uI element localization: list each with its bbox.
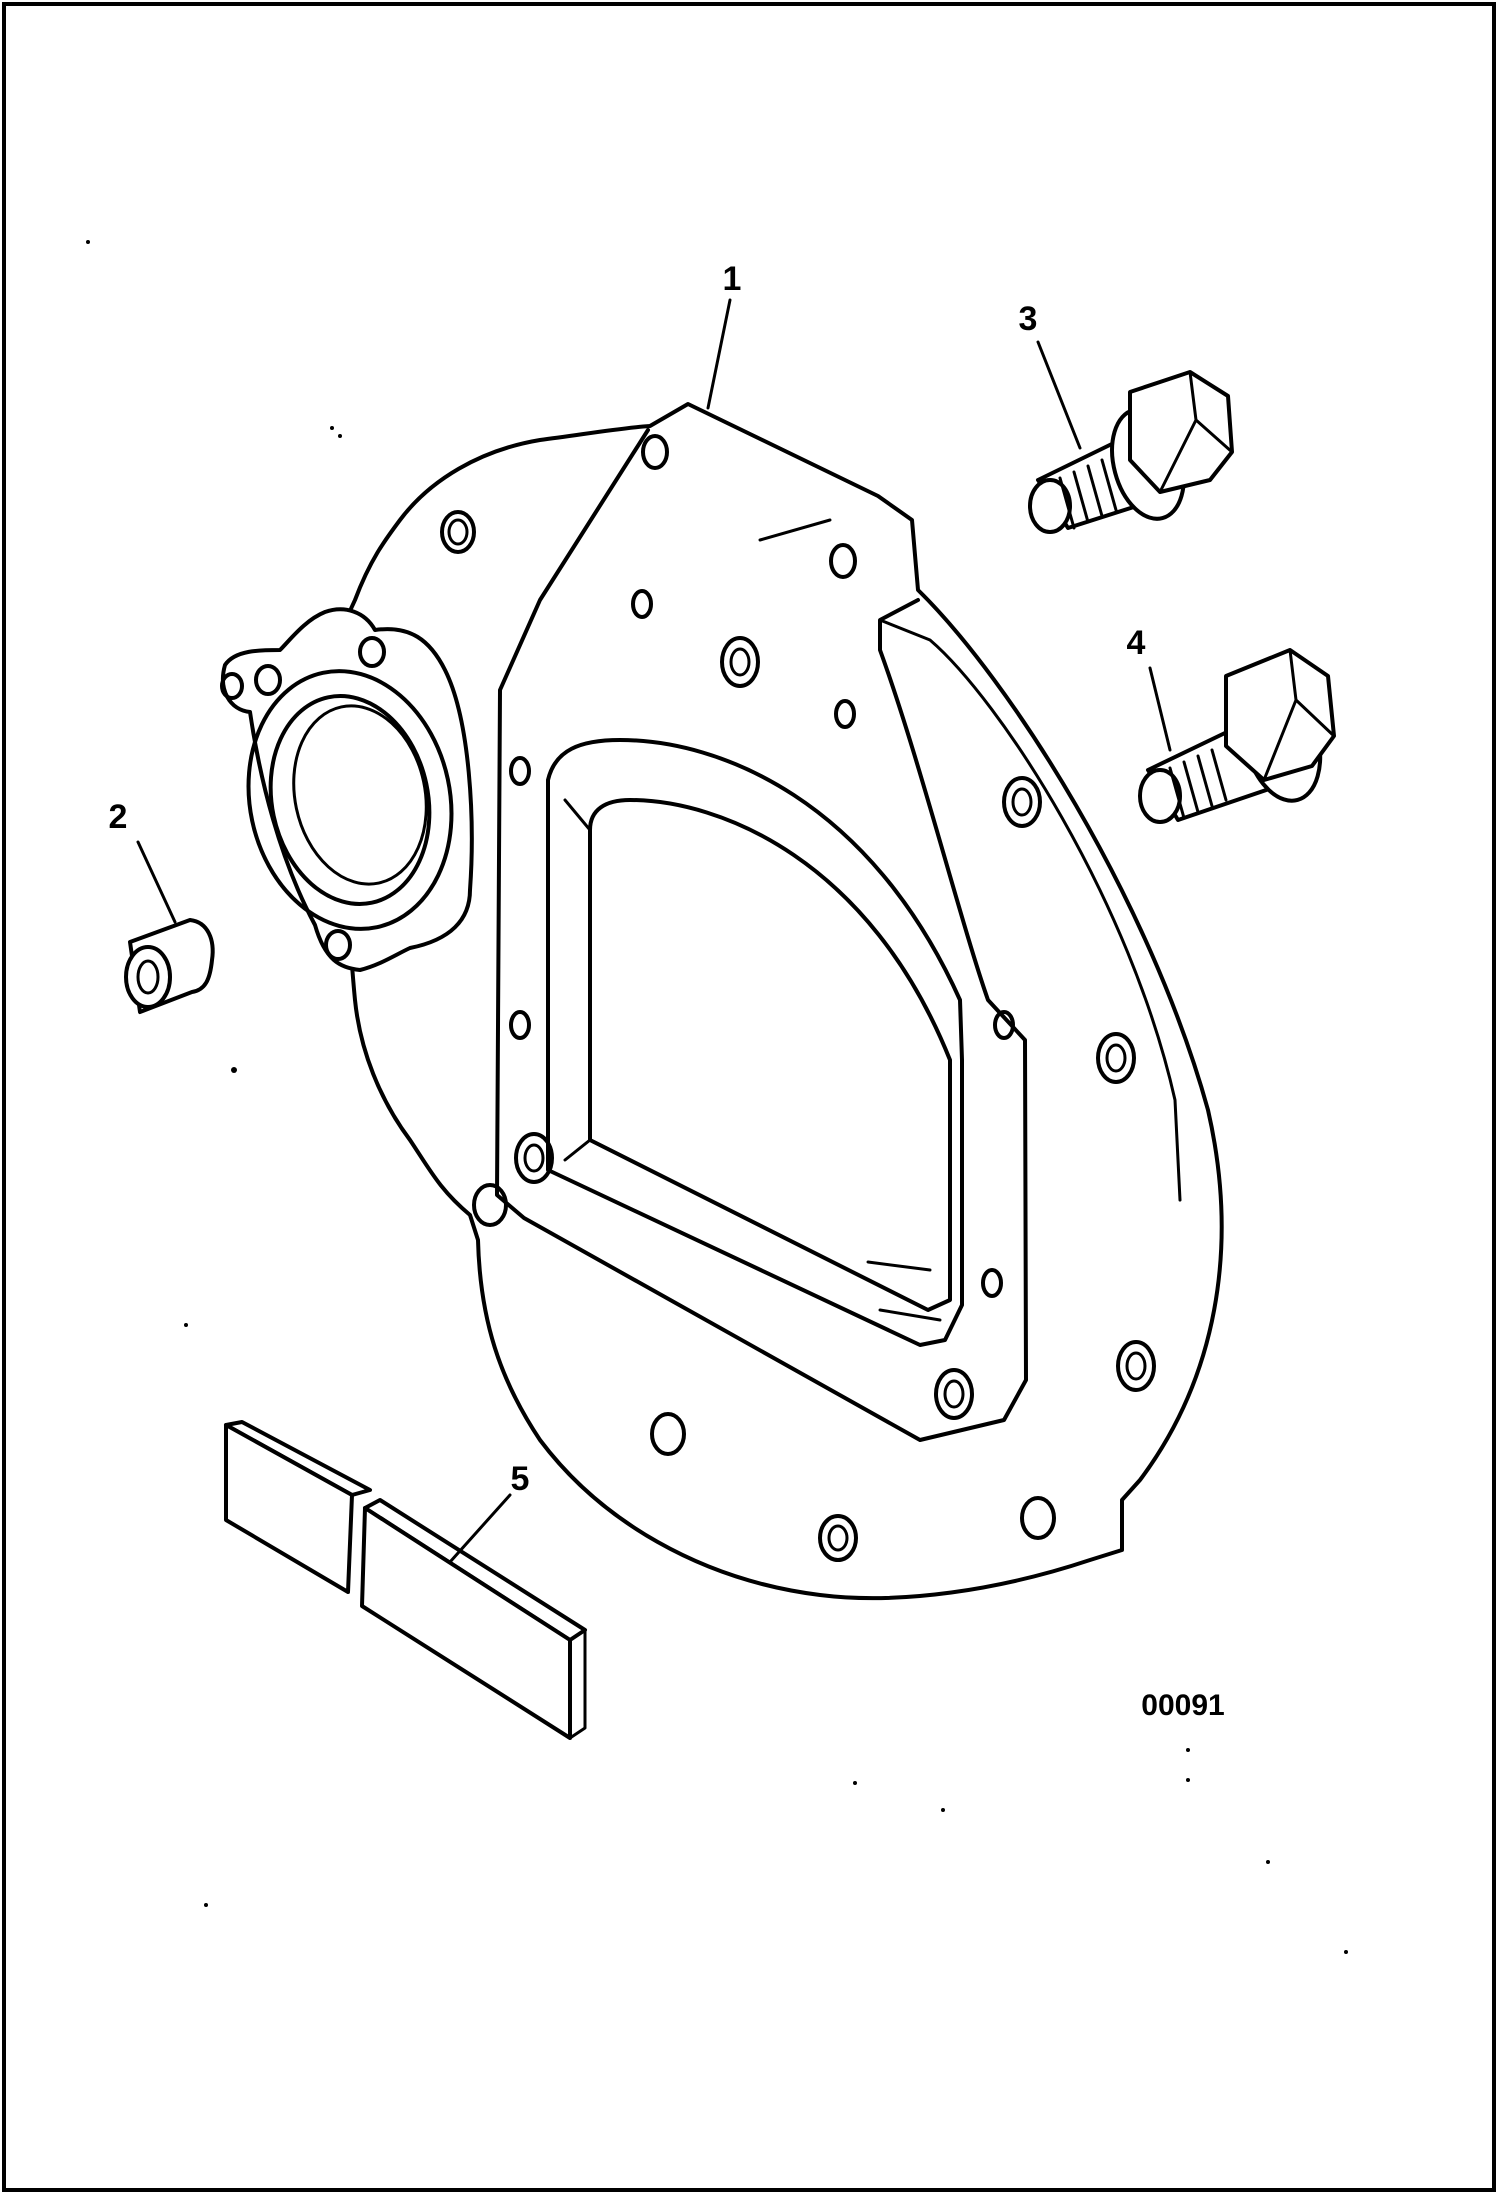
- bolt-hole: [827, 1524, 849, 1552]
- bolt3-head: [1128, 370, 1234, 494]
- part-4-flange-bolt: [1138, 648, 1336, 824]
- bolt-hole: [1011, 787, 1033, 817]
- dowel-bore: [136, 959, 160, 995]
- bolt-hole: [358, 636, 386, 668]
- leader-5: [448, 1493, 512, 1564]
- bolt-hole: [650, 1412, 686, 1456]
- bolt4-shank-end: [1138, 768, 1182, 824]
- bolt-hole: [834, 699, 856, 729]
- bolt-hole: [729, 647, 751, 677]
- bolt-hole: [1125, 1351, 1147, 1381]
- figure-code: 00091: [1141, 1689, 1224, 1722]
- bolt-hole: [981, 1268, 1003, 1298]
- housing-edge-detail: [758, 518, 1182, 1322]
- part-2-dowel-pin: [124, 918, 215, 1014]
- gasket-strip-left-face: [224, 1423, 354, 1594]
- bolt-hole: [641, 434, 669, 470]
- housing-seal-flange: [221, 607, 474, 972]
- callout-5: 5: [511, 1460, 530, 1498]
- seal-bore: [292, 704, 428, 886]
- leader-3: [1036, 340, 1082, 450]
- bolt-hole: [472, 1183, 508, 1227]
- callout-leaders: [136, 298, 1172, 1564]
- bolt-hole: [509, 1010, 531, 1040]
- bolt-hole: [818, 1514, 858, 1562]
- housing-inner-panel: [495, 428, 1028, 1442]
- leader-4: [1148, 666, 1172, 752]
- housing-window-outer: [546, 738, 964, 1347]
- callout-4: 4: [1127, 624, 1146, 662]
- leader-1: [706, 298, 732, 410]
- bolt-hole: [509, 756, 531, 786]
- bolt3-shank-end: [1028, 478, 1072, 534]
- callout-2: 2: [109, 798, 128, 836]
- part-1-flywheel-housing: [220, 402, 1224, 1601]
- housing-outer-outline: [291, 402, 1224, 1601]
- bolt-hole: [943, 1379, 965, 1409]
- bolt-hole: [254, 664, 282, 696]
- callout-3: 3: [1019, 300, 1038, 338]
- bolt-hole: [1096, 1032, 1136, 1084]
- bolt3-head-edges: [1158, 370, 1234, 494]
- dowel-end: [124, 945, 172, 1009]
- seal-inner-ring: [268, 694, 432, 906]
- bolt-hole: [829, 543, 857, 579]
- housing-window-inner: [588, 798, 952, 1312]
- bolt-hole: [934, 1368, 974, 1420]
- leader-2: [136, 840, 177, 924]
- bolt-hole: [631, 589, 653, 619]
- gasket-strip-right-edge: [568, 1628, 587, 1740]
- part-5-gasket-strips: [224, 1420, 587, 1740]
- bolt-hole: [324, 929, 352, 961]
- callout-1: 1: [723, 260, 742, 298]
- bolt3-threads: [1058, 458, 1118, 530]
- bolt-hole: [1105, 1043, 1127, 1073]
- seal-outer-ring: [246, 669, 454, 931]
- bolt-hole: [440, 510, 476, 554]
- bolt-hole: [720, 636, 760, 688]
- housing-window-ledge: [563, 798, 592, 1162]
- bolt-hole: [1002, 776, 1042, 828]
- bolt4-head-edges: [1262, 648, 1336, 782]
- bolt4-head: [1224, 648, 1336, 782]
- bolt-hole: [447, 518, 469, 546]
- bolt-hole: [220, 672, 244, 700]
- bolt4-threads: [1168, 748, 1228, 820]
- bolt-hole: [514, 1132, 554, 1184]
- bolt-hole: [523, 1143, 545, 1173]
- part-3-flange-bolt: [1028, 370, 1234, 534]
- scan-specks: [86, 240, 1348, 1954]
- housing-bolt-holes: [220, 434, 1156, 1562]
- bolt-hole: [1116, 1340, 1156, 1392]
- bolt-hole: [993, 1010, 1015, 1040]
- bolt-hole: [1020, 1496, 1056, 1540]
